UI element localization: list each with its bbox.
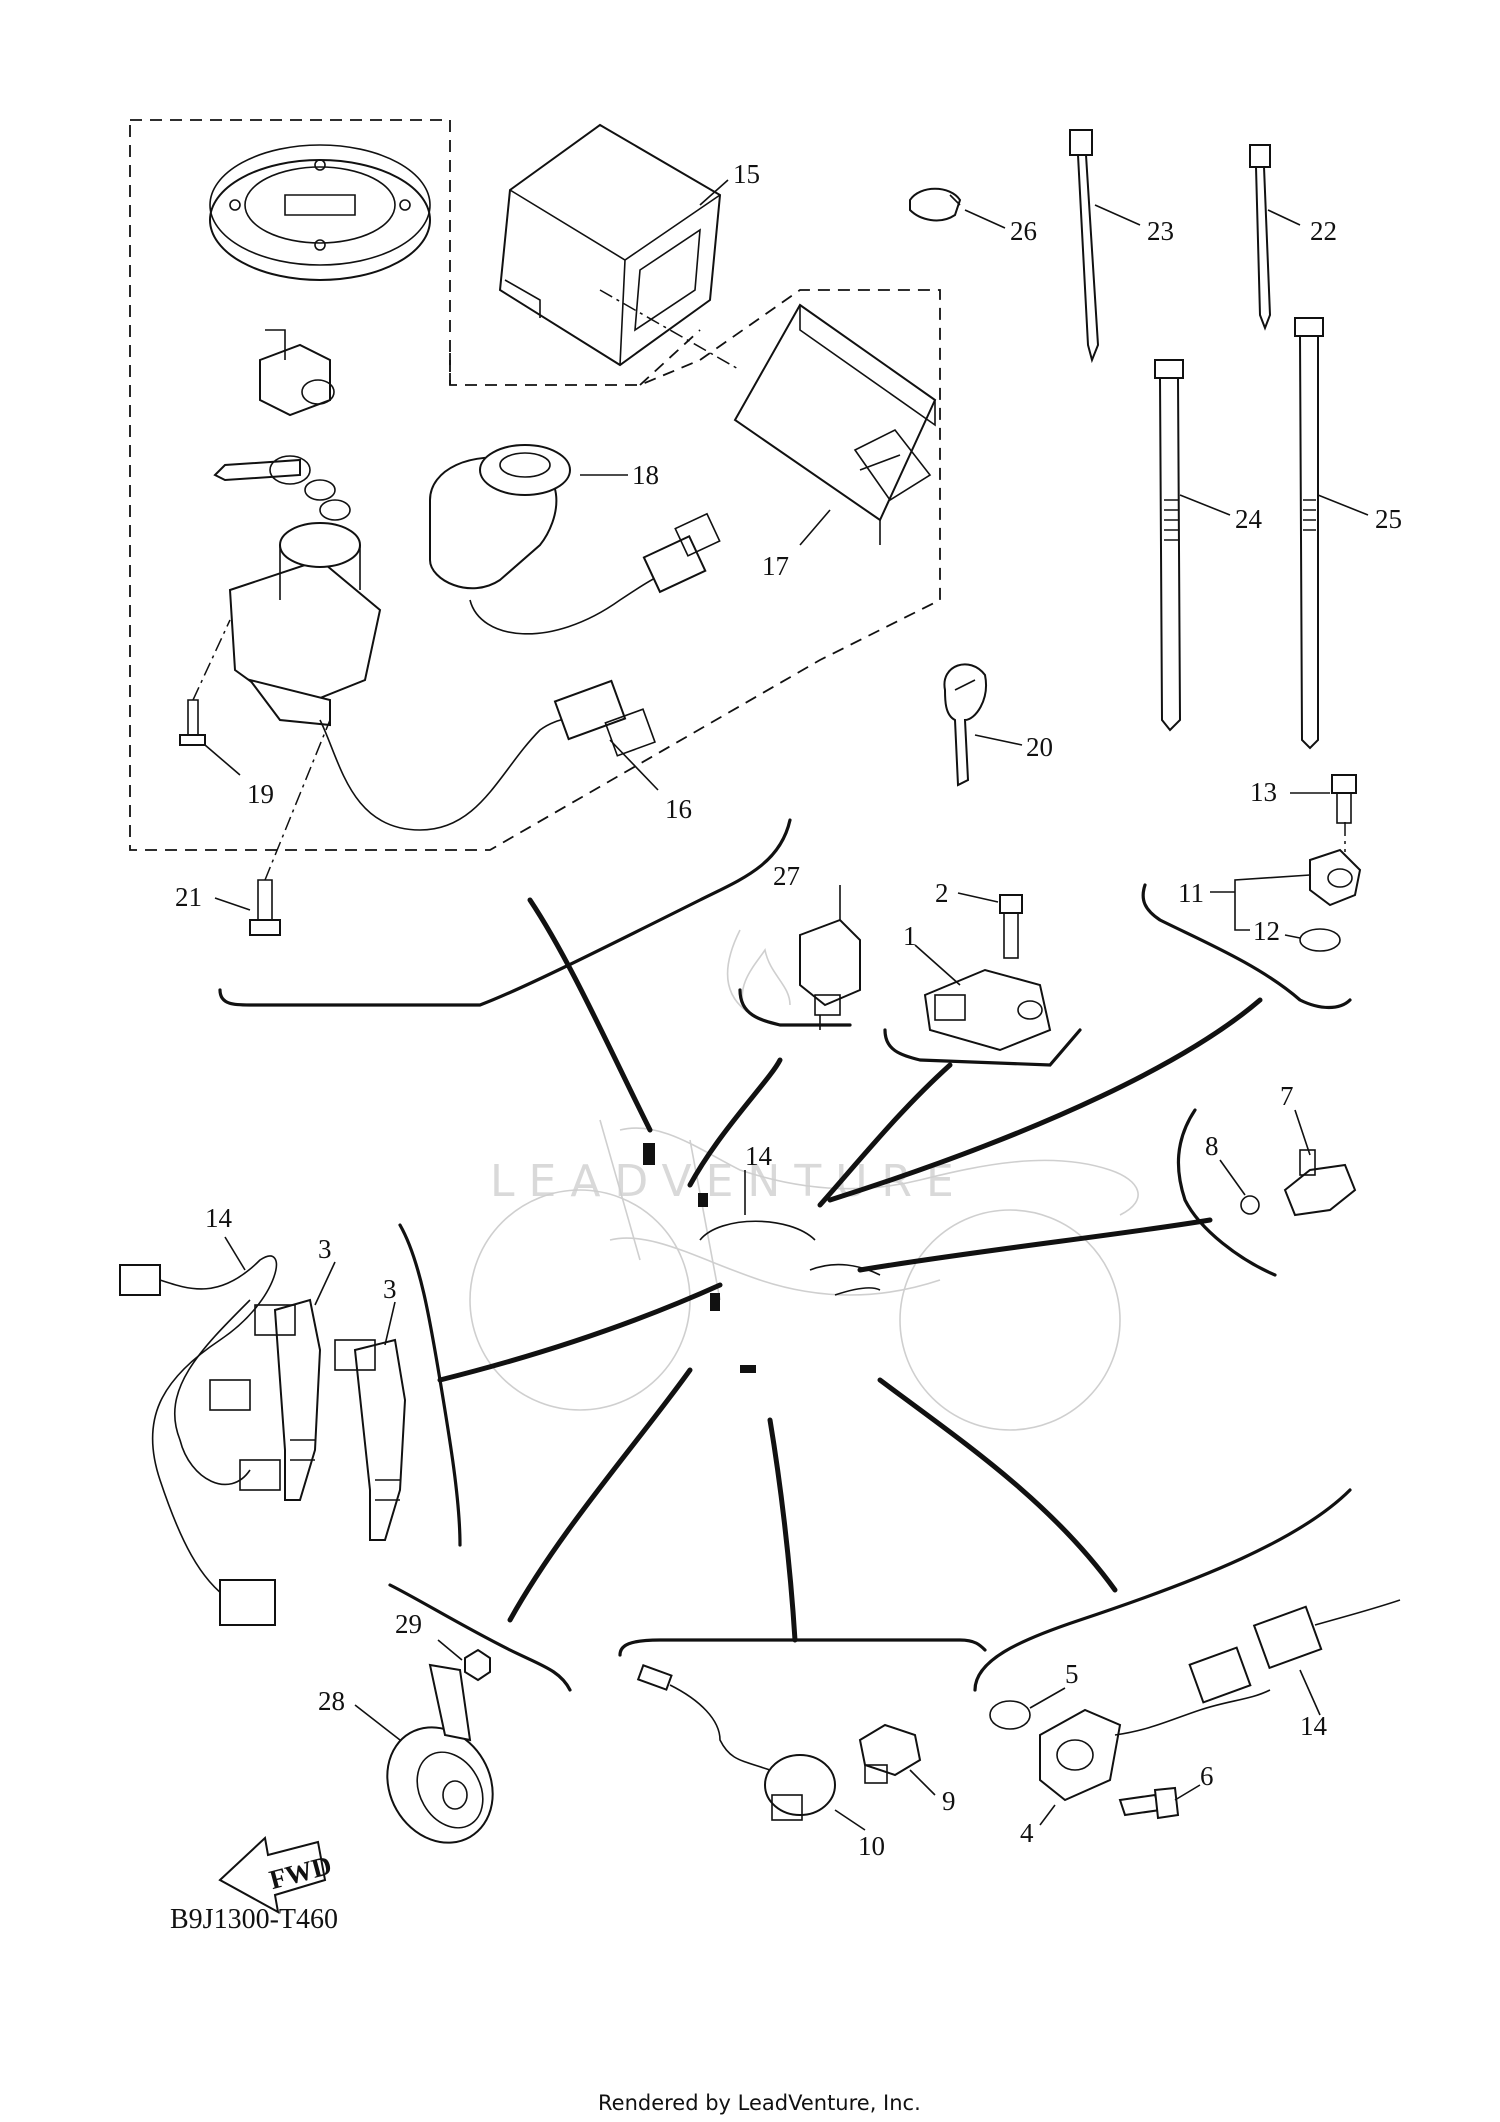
- part-24-cable-tie: [1154, 359, 1184, 732]
- callout-14-center: 14: [745, 1141, 773, 1171]
- part-21-bolt: [249, 719, 331, 936]
- callout-17: 17: [762, 551, 789, 581]
- callout-11: 11: [1178, 878, 1204, 908]
- callout-7: 7: [1280, 1081, 1294, 1111]
- part-10-sensor: [636, 1664, 836, 1821]
- callout-20: 20: [1026, 732, 1053, 762]
- callout-24: 24: [1235, 504, 1263, 534]
- part-6-bolt: [1118, 1786, 1180, 1820]
- fuel-cap-assembly: [209, 144, 431, 281]
- callout-lines: [437, 897, 1263, 1643]
- fwd-arrow: FWD: [218, 1836, 335, 1914]
- part-12-o-ring: [1299, 928, 1341, 952]
- part-1-sensor: [923, 968, 1052, 1052]
- part-19-bolt: [179, 619, 231, 746]
- part-2-bolt: [999, 894, 1023, 959]
- part-3-sensor-b: [334, 1338, 407, 1541]
- callout-10: 10: [858, 1831, 885, 1861]
- part-20-key: [943, 663, 987, 787]
- callout-14-right: 14: [1300, 1711, 1328, 1741]
- part-29-nut: [464, 1648, 491, 1682]
- part-14-harness-left: [119, 1255, 281, 1626]
- part-23-cable-tie: [1069, 129, 1100, 364]
- group-brackets: [218, 818, 1352, 1692]
- watermark-text: LEADVENTURE: [490, 1156, 968, 1207]
- callout-25: 25: [1375, 504, 1402, 534]
- callout-3-a: 3: [318, 1234, 332, 1264]
- callout-27: 27: [773, 861, 800, 891]
- lock-housing: [259, 329, 335, 417]
- part-26-clamp: [909, 187, 962, 222]
- part-27-relay: [799, 918, 861, 1030]
- callout-15: 15: [733, 159, 760, 189]
- callout-12: 12: [1253, 916, 1280, 946]
- callout-21: 21: [175, 882, 202, 912]
- callout-26: 26: [1010, 216, 1037, 246]
- callout-9: 9: [942, 1786, 956, 1816]
- callout-18: 18: [632, 460, 659, 490]
- part-9-switch: [858, 1723, 922, 1784]
- ecu-group-boundary: [449, 329, 701, 386]
- reference-code: B9J1300-T460: [170, 1904, 338, 1935]
- kit-group-boundary: [129, 119, 941, 851]
- part-14-harness-right: [1188, 1599, 1401, 1704]
- callout-4: 4: [1020, 1818, 1034, 1848]
- part-18-main-switch: [429, 444, 721, 635]
- callout-8: 8: [1205, 1131, 1219, 1161]
- callout-6: 6: [1200, 1761, 1214, 1791]
- part-15-ecu: [498, 123, 722, 367]
- callout-3-b: 3: [383, 1274, 397, 1304]
- part-28-horn: [386, 1663, 494, 1844]
- callout-14-left: 14: [205, 1203, 233, 1233]
- part-3-sensor-a: [254, 1298, 322, 1501]
- part-11-sensor: [1309, 848, 1362, 907]
- callout-22: 22: [1310, 216, 1337, 246]
- watermark: LEADVENTURE: [490, 929, 968, 1207]
- footer-credit: Rendered by LeadVenture, Inc.: [598, 2091, 921, 2115]
- part-13-bolt: [1331, 774, 1357, 824]
- callout-13: 13: [1250, 777, 1277, 807]
- callout-28: 28: [318, 1686, 345, 1716]
- part-4-sensor: [1039, 1689, 1271, 1802]
- callout-19: 19: [247, 779, 274, 809]
- part-25-cable-tie: [1294, 317, 1324, 750]
- callout-29: 29: [395, 1609, 422, 1639]
- part-17-unit: [733, 303, 937, 545]
- callout-16: 16: [665, 794, 692, 824]
- callout-labels: 15 26 23 22 18 24 25 17 20 19 16 13 27 2…: [175, 159, 1402, 1861]
- part-16-ignition-switch: [213, 455, 656, 831]
- callout-23: 23: [1147, 216, 1174, 246]
- part-14-harness-center: [643, 1143, 881, 1373]
- callout-5: 5: [1065, 1659, 1079, 1689]
- part-7-switch: [1283, 1149, 1357, 1217]
- callout-2: 2: [935, 878, 949, 908]
- part-5-o-ring: [989, 1700, 1031, 1730]
- part-8-washer: [1240, 1195, 1260, 1215]
- callout-1: 1: [903, 921, 917, 951]
- part-22-cable-tie: [1249, 144, 1272, 331]
